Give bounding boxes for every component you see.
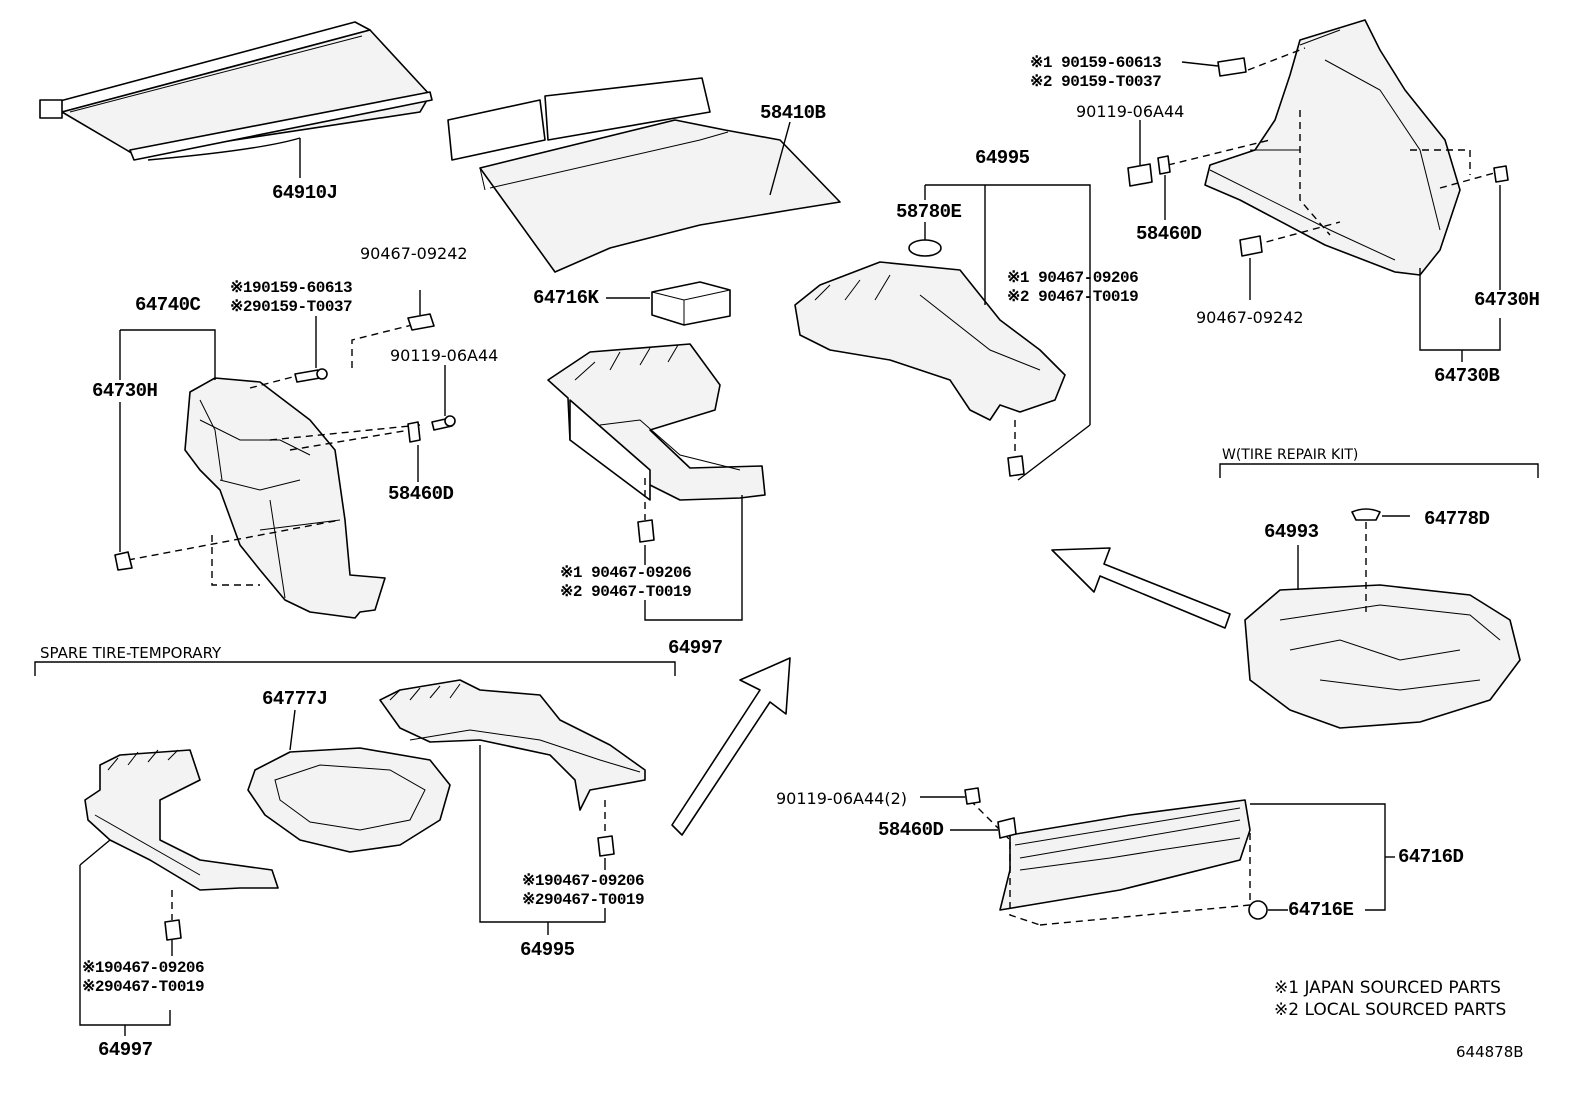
right-quarter-trim-drawing — [1204, 19, 1461, 276]
label-58460D-right: 58460D — [1136, 223, 1202, 245]
label-90467-09206-mid: ※1 90467-09206 — [560, 564, 692, 582]
label-58410B: 58410B — [760, 102, 826, 124]
label-64716K: 64716K — [533, 287, 599, 309]
label-90467-09242-right: 90467-09242 — [1196, 308, 1304, 327]
label-64910J: 64910J — [272, 182, 338, 204]
left-quarter-trim-drawing — [184, 377, 386, 619]
label-64716D: 64716D — [1398, 846, 1464, 868]
tire-repair-tray-drawing — [1244, 584, 1521, 729]
note-japan-sourced: ※1 JAPAN SOURCED PARTS — [1274, 978, 1501, 998]
middle-spacer-drawing — [547, 343, 766, 501]
top-spacer-drawing — [794, 239, 1066, 421]
label-64995-top: 64995 — [975, 147, 1030, 169]
label-90467-09242-left: 90467-09242 — [360, 244, 468, 263]
arrow-up-right — [671, 657, 791, 836]
label-90467-T0019-mid: ※2 90467-T0019 — [560, 583, 692, 601]
diagram-id: 644878B — [1456, 1043, 1524, 1061]
label-58460D-left: 58460D — [388, 483, 454, 505]
label-90159-60613-left: ※190159-60613 — [230, 279, 353, 297]
label-90467-09206-bm: ※190467-09206 — [522, 872, 645, 890]
sill-plate-drawing — [999, 799, 1251, 911]
label-64716E: 64716E — [1288, 899, 1354, 921]
label-58780E: 58780E — [896, 201, 962, 223]
label-58460D-bottom: 58460D — [878, 819, 944, 841]
label-90467-09206-bl: ※190467-09206 — [82, 959, 205, 977]
label-64997-mid: 64997 — [668, 637, 723, 659]
label-90467-T0019-bm: ※290467-T0019 — [522, 891, 645, 909]
group-spare-tire: SPARE TIRE-TEMPORARY — [40, 644, 222, 662]
label-90467-T0019-bl: ※290467-T0019 — [82, 978, 205, 996]
block-drawing — [651, 281, 731, 326]
label-90159-T0037-right: ※2 90159-T0037 — [1030, 73, 1162, 91]
label-64777J: 64777J — [262, 688, 328, 710]
label-90159-T0037-left: ※290159-T0037 — [230, 298, 353, 316]
label-90119-06A44-right: 90119-06A44 — [1076, 102, 1185, 121]
bottom-left-spacer-drawing — [84, 749, 279, 891]
note-local-sourced: ※2 LOCAL SOURCED PARTS — [1274, 1000, 1507, 1020]
deck-board-drawing — [447, 77, 841, 273]
label-64730H-right: 64730H — [1474, 289, 1540, 311]
left-clips-drawing — [114, 313, 456, 571]
arrow-up-left — [1051, 547, 1231, 629]
label-90159-60613-right: ※1 90159-60613 — [1030, 54, 1162, 72]
label-64740C: 64740C — [135, 294, 201, 316]
label-90467-09206-top: ※1 90467-09206 — [1007, 269, 1139, 287]
group-tire-repair-kit: W(TIRE REPAIR KIT) — [1222, 447, 1359, 463]
label-90119-06A44-left: 90119-06A44 — [390, 346, 499, 365]
spare-tray-drawing — [247, 747, 451, 853]
label-64997-bl: 64997 — [98, 1039, 153, 1061]
label-90467-T0019-top: ※2 90467-T0019 — [1007, 288, 1139, 306]
tonneau-cover-drawing — [39, 21, 433, 161]
label-64730B: 64730B — [1434, 365, 1500, 387]
label-64730H-left: 64730H — [92, 380, 158, 402]
label-64778D: 64778D — [1424, 508, 1490, 530]
label-64995-bm: 64995 — [520, 939, 575, 961]
label-64993: 64993 — [1264, 521, 1319, 543]
bottom-middle-spacer-drawing — [379, 679, 646, 811]
label-90119-06A44-2: 90119-06A44(2) — [776, 789, 907, 808]
